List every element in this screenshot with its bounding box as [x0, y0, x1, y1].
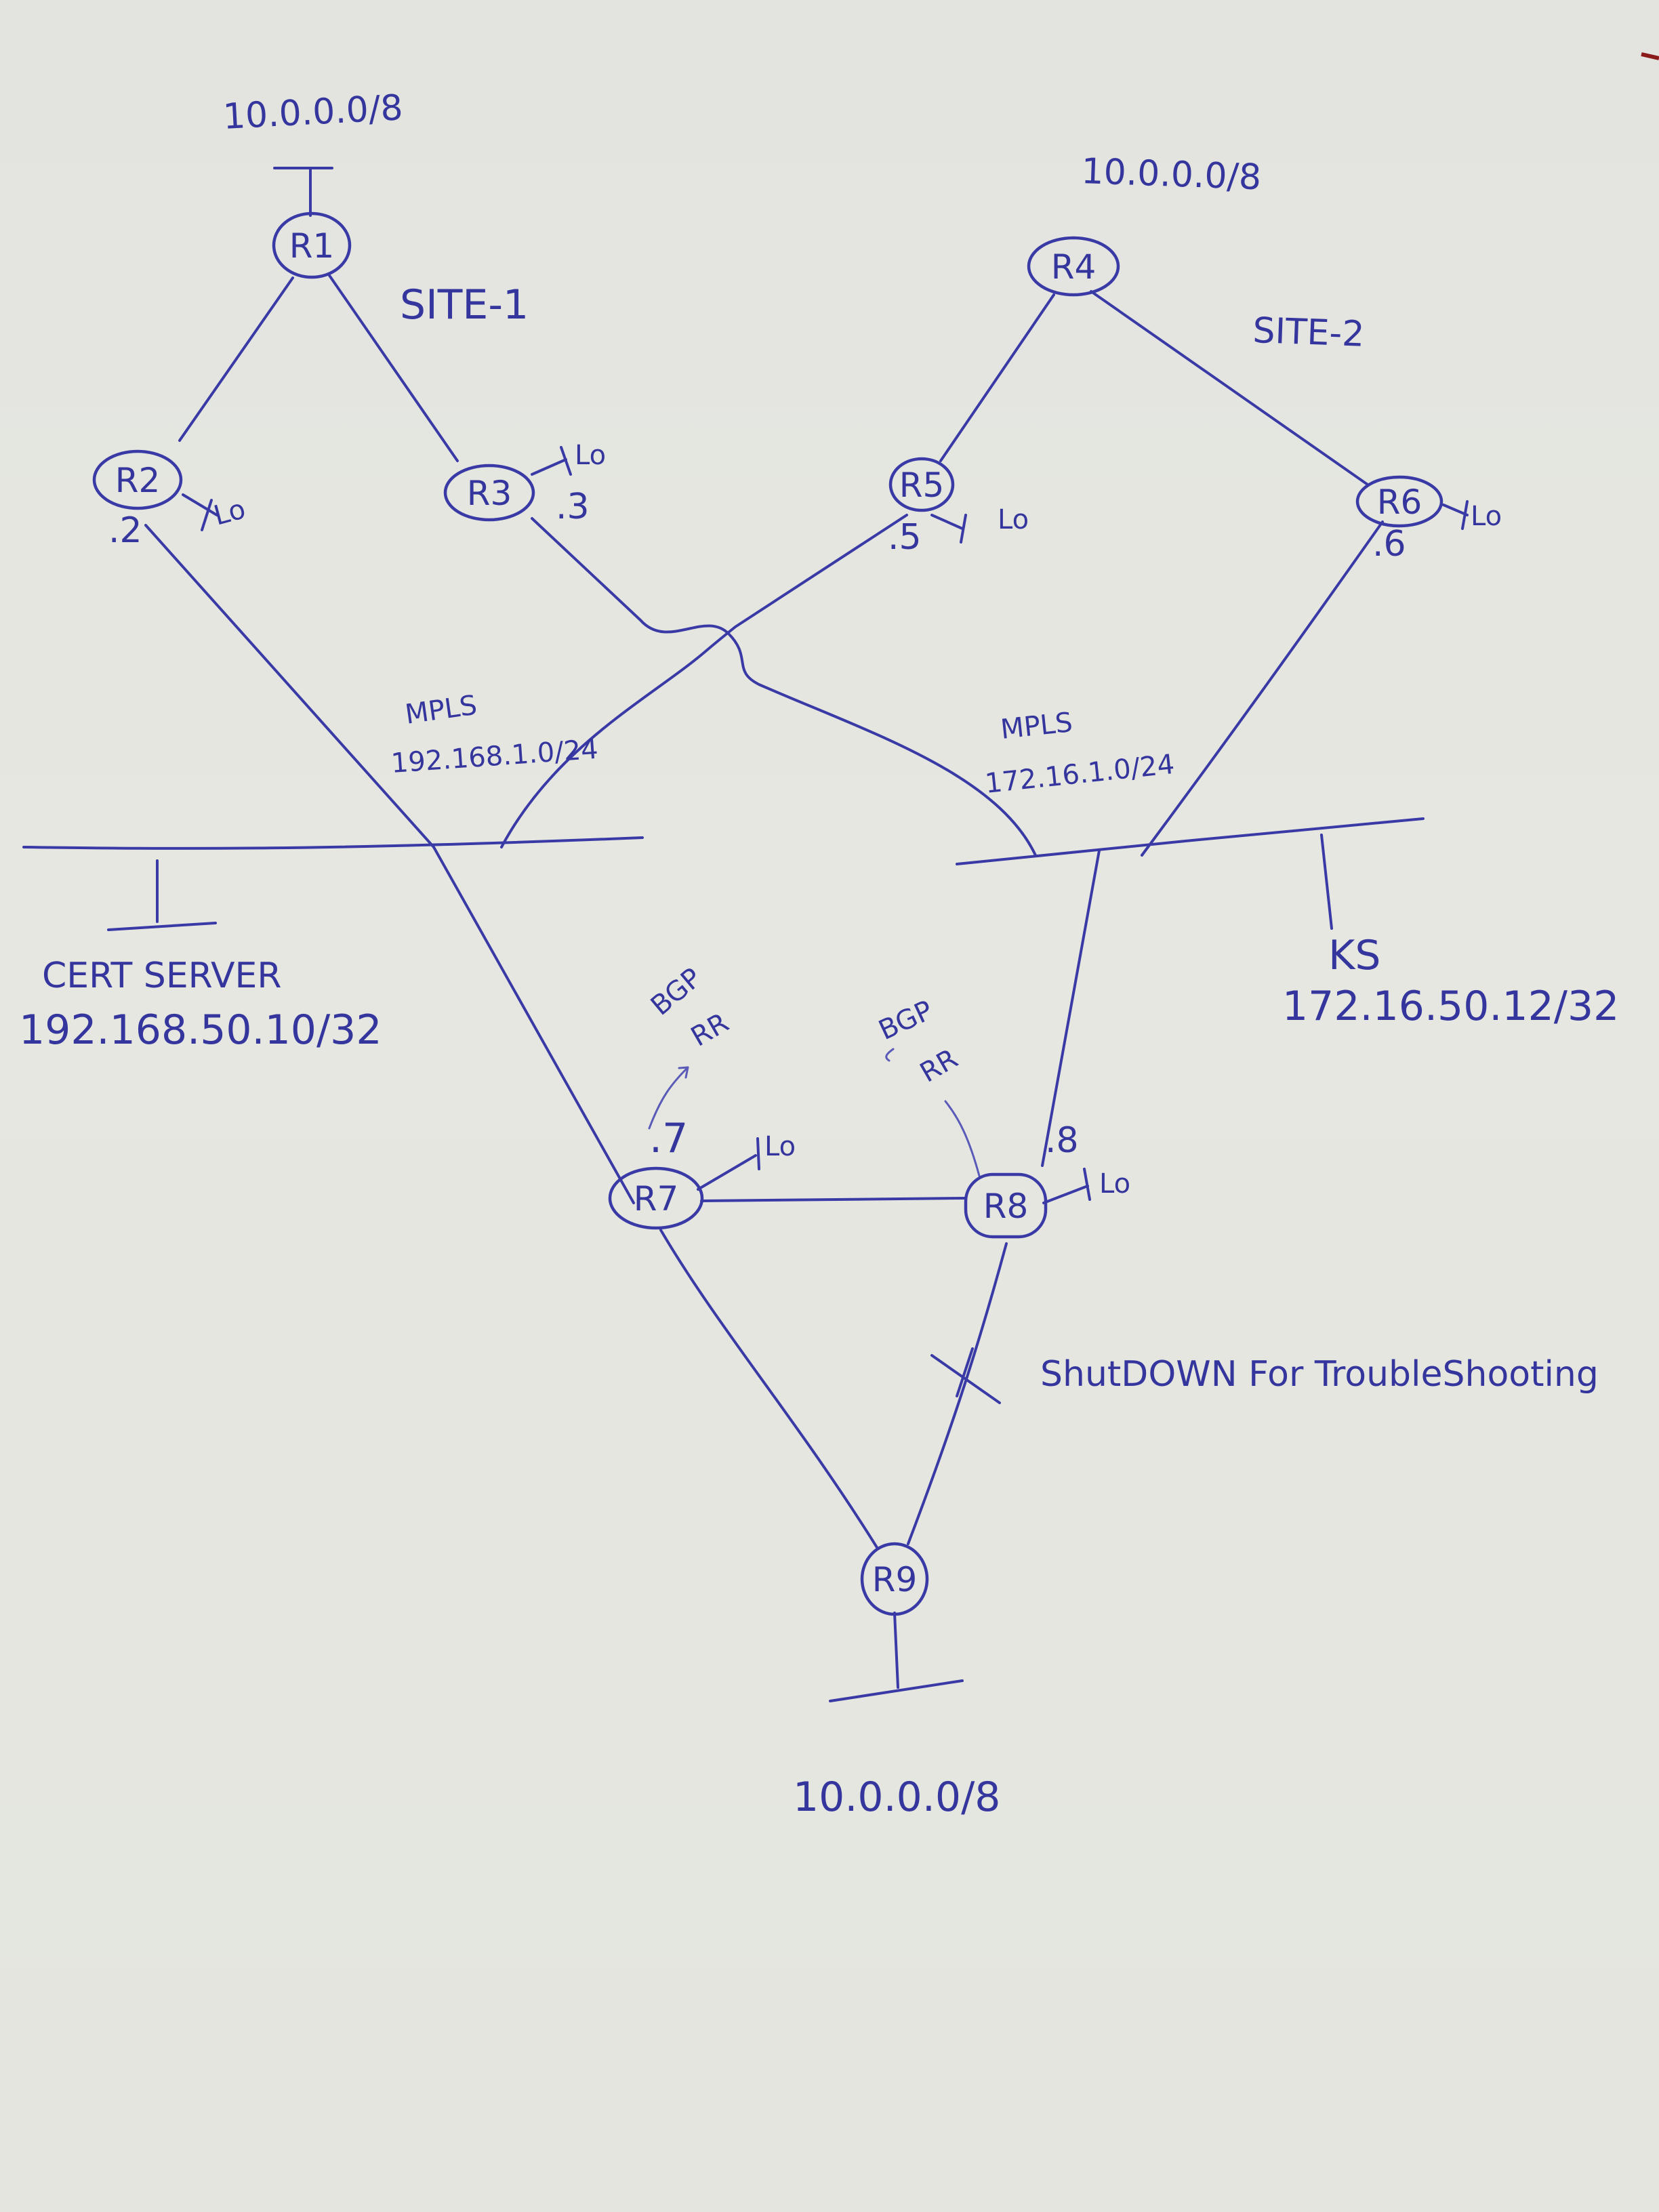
site1-prefix-label: 10.0.0.0/8	[222, 87, 404, 138]
r7-interface-label: .7	[649, 1115, 688, 1162]
router-r2[interactable]: R2	[92, 449, 183, 510]
link-r5-mpls-left	[500, 514, 908, 848]
shutdown-x-stroke2	[956, 1347, 974, 1397]
bgp-r7-arrowhead	[678, 1066, 689, 1079]
loopbacks	[182, 446, 1469, 1204]
router-r5-label: R5	[899, 466, 945, 505]
stub-r9-lan	[829, 1679, 964, 1702]
site1-label: SITE-1	[400, 281, 529, 329]
loopback-r3-bar	[560, 446, 572, 476]
shutdown-x-stroke1	[930, 1354, 1001, 1404]
mpls-left-segment	[22, 836, 644, 850]
link-r8-r9	[907, 1242, 1008, 1545]
shutdown-annotation: ShutDOWN For TroubleShooting	[1040, 1354, 1599, 1395]
link-r2-r7	[144, 524, 635, 1204]
bgp-r8-line2: RR	[915, 1043, 963, 1089]
router-r6-label: R6	[1377, 483, 1422, 522]
r5-interface-label: .5	[888, 517, 922, 558]
r2-loopback-label: Lo	[211, 493, 249, 531]
r5-loopback-label: Lo	[998, 504, 1029, 535]
link-r4-r6	[1090, 290, 1369, 486]
bgp-r7-line2: RR	[686, 1007, 734, 1053]
bgp-r8-pointer	[944, 1100, 981, 1177]
cert-server-ip: 192.168.50.10/32	[19, 1006, 382, 1054]
site2-prefix-label: 10.0.0.0/8	[1081, 151, 1263, 198]
link-r7-r8	[700, 1197, 967, 1202]
link-r4-r5	[939, 293, 1055, 462]
hub-prefix-label: 10.0.0.0/8	[793, 1774, 1000, 1821]
link-r9-stub	[893, 1612, 899, 1689]
mpls-right-title: MPLS	[999, 707, 1074, 745]
router-r4[interactable]: R4	[1027, 236, 1120, 297]
loopback-r7-line	[697, 1154, 757, 1191]
router-r9[interactable]: R9	[860, 1542, 929, 1616]
router-r8[interactable]: R8	[964, 1172, 1048, 1239]
cert-server-title: CERT SERVER	[42, 956, 282, 996]
loopback-r6-bar	[1461, 500, 1469, 530]
mpls-left-title: MPLS	[403, 690, 479, 731]
loopback-r8-line	[1042, 1185, 1089, 1204]
mpls-left-subnet: 192.168.1.0/24	[390, 734, 599, 779]
link-r6-mpls-right	[1141, 520, 1384, 857]
mpls-right-segment	[956, 817, 1425, 865]
router-r7[interactable]: R7	[608, 1166, 704, 1230]
link-mpls-right-r8	[1041, 849, 1101, 1167]
r8-loopback-label: Lo	[1099, 1168, 1130, 1200]
bgp-r7-pointer	[648, 1066, 689, 1130]
r8-interface-label: .8	[1045, 1120, 1079, 1161]
ks-ip: 172.16.50.12/32	[1282, 983, 1619, 1030]
loopback-r8-bar	[1083, 1168, 1091, 1201]
r2-interface-label: .2	[108, 510, 142, 551]
ks-drop	[1320, 834, 1333, 930]
router-r1[interactable]: R1	[272, 211, 352, 279]
r3-interface-label: .3	[556, 487, 590, 527]
r6-loopback-label: Lo	[1471, 501, 1502, 532]
router-r3-label: R3	[467, 474, 512, 513]
router-r5[interactable]: R5	[888, 457, 955, 512]
ks-title: KS	[1328, 932, 1380, 979]
link-r1-r3	[327, 273, 459, 462]
link-r7-r9	[659, 1229, 879, 1550]
router-r2-label: R2	[115, 461, 161, 500]
mpls-right-subnet: 172.16.1.0/24	[983, 749, 1176, 800]
router-r7-label: R7	[634, 1179, 679, 1218]
router-r3[interactable]: R3	[443, 464, 535, 522]
router-r8-label: R8	[983, 1187, 1029, 1226]
loopback-r7-bar	[756, 1137, 760, 1170]
r3-loopback-label: Lo	[575, 440, 606, 471]
loopback-r5-line	[930, 514, 964, 530]
link-r1-r2	[178, 276, 294, 442]
router-r9-label: R9	[872, 1560, 918, 1599]
page-corner-mark	[1641, 52, 1659, 60]
loopback-r2-line	[182, 493, 218, 516]
router-r4-label: R4	[1051, 247, 1097, 287]
bgp-r8-line1: BGP	[874, 995, 938, 1046]
loopback-r5-bar	[960, 514, 967, 544]
loopback-r2-bar	[201, 499, 213, 531]
site2-label: SITE-2	[1252, 310, 1366, 355]
link-r3-mpls-right	[531, 517, 1037, 857]
bgp-r8-tick	[885, 1048, 895, 1062]
router-r6[interactable]: R6	[1355, 475, 1443, 528]
loopback-r6-line	[1442, 504, 1469, 516]
loopback-r3-line	[531, 458, 567, 476]
router-r1-label: R1	[289, 226, 335, 266]
r6-interface-label: .6	[1372, 524, 1406, 565]
bgp-r7-line1: BGP	[645, 962, 708, 1022]
r7-loopback-label: Lo	[764, 1131, 796, 1162]
cert-server-bar	[107, 922, 217, 931]
